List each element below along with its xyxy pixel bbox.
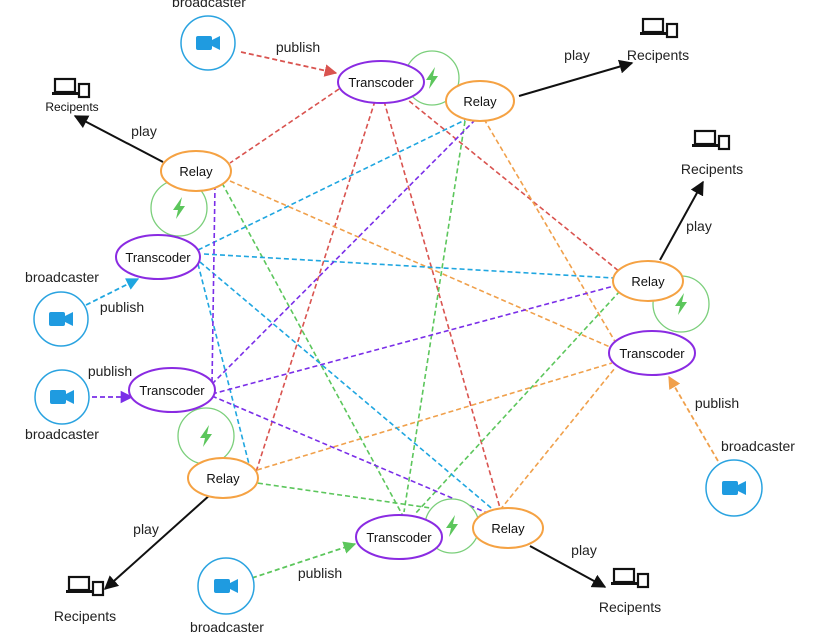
devices-icon [638, 17, 679, 39]
edge-green [221, 182, 404, 517]
recipients-top-right[interactable]: Recipents [627, 17, 689, 63]
edge-green [414, 290, 621, 515]
edge-blue [197, 263, 251, 469]
accelerator-bottom-left [177, 407, 235, 465]
transcoder-label: Transcoder [619, 346, 685, 361]
devices-icon [690, 129, 731, 151]
recipients-label: Recipents [681, 161, 743, 177]
play-label: play [686, 218, 712, 234]
play-arrow-top-left [73, 115, 164, 163]
broadcaster-right[interactable]: broadcaster [705, 438, 795, 517]
edge-blue [203, 253, 615, 279]
recipient-groups: Recipents Recipents Recipents Recipents … [45, 17, 743, 624]
relay-node-left[interactable]: Relay [160, 150, 232, 192]
recipients-right[interactable]: Recipents [681, 129, 743, 177]
edge-red [229, 88, 340, 164]
transcoder-node-left[interactable]: Transcoder [115, 234, 201, 280]
transcoder-label: Transcoder [125, 250, 191, 265]
broadcaster-top[interactable]: broadcaster [172, 0, 246, 71]
publish-arrows [85, 51, 719, 579]
relay-label: Relay [491, 521, 525, 536]
edge-orange [483, 118, 621, 351]
recipients-bottom-left[interactable]: Recipents [54, 575, 116, 624]
devices-icon [50, 77, 91, 99]
transcoder-label: Transcoder [139, 383, 205, 398]
edge-orange [229, 180, 611, 348]
relay-node-right[interactable]: Relay [612, 260, 684, 302]
broadcasters: broadcaster broadcaster broadcaster broa… [25, 0, 795, 635]
play-label: play [133, 521, 159, 537]
edge-purple [211, 119, 476, 385]
publish-label: publish [88, 363, 132, 379]
recipients-label: Recipents [45, 100, 98, 114]
transcoder-node-right[interactable]: Transcoder [608, 330, 696, 376]
recipients-label: Recipents [599, 599, 661, 615]
publish-label: publish [100, 299, 144, 315]
relay-node-bottom-right[interactable]: Relay [472, 507, 544, 549]
edge-blue [197, 119, 466, 251]
play-arrows [73, 59, 704, 590]
broadcaster-label: broadcaster [190, 619, 264, 635]
video-camera-icon [49, 312, 73, 326]
relay-label: Relay [463, 94, 497, 109]
mesh-edges [197, 88, 621, 519]
relay-node-bottom-left[interactable]: Relay [187, 457, 259, 499]
play-arrow-right [659, 180, 704, 261]
edge-labels: publish publish publish publish publish … [88, 39, 739, 581]
relay-nodes: Relay Relay Relay Relay Relay [160, 80, 684, 549]
publish-arrow-left [85, 278, 140, 306]
play-arrow-top-right [518, 59, 634, 97]
recipients-label: Recipents [627, 47, 689, 63]
broadcaster-label: broadcaster [25, 426, 99, 442]
publish-label: publish [276, 39, 320, 55]
play-arrow-bottom-left [103, 493, 212, 590]
transcoder-node-top[interactable]: Transcoder [337, 60, 425, 104]
recipients-top-left[interactable]: Recipents [45, 77, 99, 114]
broadcaster-label: broadcaster [172, 0, 246, 10]
transcoder-nodes: Transcoder Transcoder Transcoder Transco… [115, 60, 696, 560]
video-camera-icon [196, 36, 220, 50]
edge-purple [211, 395, 493, 516]
broadcaster-label: broadcaster [721, 438, 795, 454]
edge-orange [256, 362, 613, 471]
recipients-bottom-right[interactable]: Recipents [599, 567, 661, 615]
edge-blue [199, 261, 497, 513]
broadcaster-midleft[interactable]: broadcaster [25, 369, 99, 442]
broadcaster-bottom[interactable]: broadcaster [190, 557, 264, 635]
relay-label: Relay [631, 274, 665, 289]
publish-arrow-right [668, 375, 719, 462]
publish-arrow-top [240, 51, 338, 77]
play-label: play [131, 123, 157, 139]
recipients-label: Recipents [54, 608, 116, 624]
publish-arrow-bottom [251, 541, 357, 579]
play-label: play [564, 47, 590, 63]
broadcaster-left[interactable]: broadcaster [25, 269, 99, 347]
broadcaster-label: broadcaster [25, 269, 99, 285]
edge-red [402, 95, 621, 273]
play-label: play [571, 542, 597, 558]
edge-purple [211, 184, 216, 385]
edge-green [403, 120, 466, 513]
video-camera-icon [214, 579, 238, 593]
edge-red [383, 100, 501, 509]
relay-label: Relay [179, 164, 213, 179]
transcoder-node-bottom[interactable]: Transcoder [355, 514, 443, 560]
edge-orange [499, 367, 616, 511]
transcoder-label: Transcoder [366, 530, 432, 545]
edge-purple [211, 285, 615, 395]
edge-red [255, 100, 376, 473]
transcoder-label: Transcoder [348, 75, 414, 90]
play-arrow-bottom-right [529, 545, 607, 588]
devices-icon [609, 567, 650, 589]
transcoder-node-midleft[interactable]: Transcoder [128, 367, 216, 413]
relay-node-top[interactable]: Relay [445, 80, 515, 122]
relay-label: Relay [206, 471, 240, 486]
devices-icon [64, 575, 105, 597]
publish-label: publish [695, 395, 739, 411]
publish-label: publish [298, 565, 342, 581]
video-camera-icon [50, 390, 74, 404]
video-camera-icon [722, 481, 746, 495]
